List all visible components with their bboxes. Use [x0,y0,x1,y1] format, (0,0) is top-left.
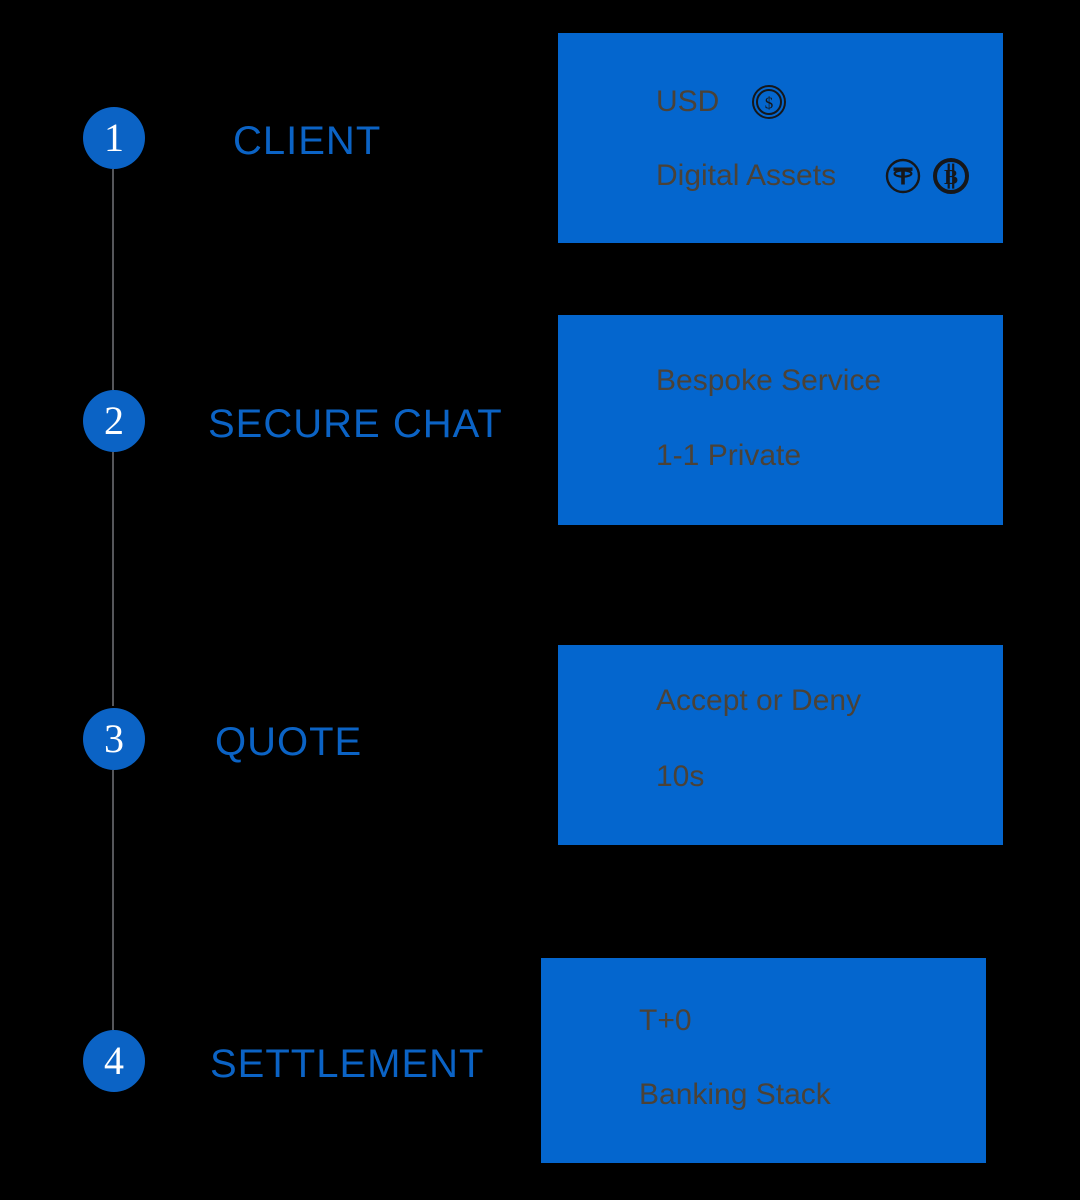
panel-row: Bespoke Service [656,366,881,396]
panel-row: 10s [656,762,704,792]
bitcoin-icon: B [932,157,970,195]
step-marker-2[interactable]: 2 [83,390,145,452]
svg-text:$: $ [765,94,774,113]
step-number-3: 3 [104,716,124,761]
step-label-quote: QUOTE [215,720,363,764]
step-marker-1[interactable]: 1 [83,107,145,169]
panel-row: Banking Stack [639,1080,831,1110]
step-number-2: 2 [104,398,124,443]
timeline-connector-2-3 [112,452,114,706]
panel-row: T+0 [639,1006,692,1036]
panel-row-label: Banking Stack [639,1078,831,1111]
timeline-connector-3-4 [112,770,114,1030]
panel-row: Accept or Deny [656,686,861,716]
step-label-client: CLIENT [233,119,382,163]
panel-row: USD $ [656,84,787,120]
panel-row-label: 1-1 Private [656,439,802,472]
step-panel-secure-chat[interactable]: Bespoke Service 1-1 Private [558,315,1003,525]
panel-row-label: Digital Assets [656,159,837,192]
panel-row: Digital Assets B [656,157,970,195]
panel-row: 1-1 Private [656,441,801,471]
dollar-coin-icon: $ [751,84,787,120]
panel-row-label: 10s [656,760,705,793]
panel-row-label: USD [656,85,720,118]
panel-row-label: Accept or Deny [656,684,862,717]
step-marker-3[interactable]: 3 [83,708,145,770]
tether-icon [884,157,922,195]
panel-row-label: Bespoke Service [656,364,882,397]
step-marker-4[interactable]: 4 [83,1030,145,1092]
timeline-connector-1-2 [112,169,114,390]
panel-row-icons: $ [751,84,787,120]
step-panel-quote[interactable]: Accept or Deny 10s [558,645,1003,845]
step-number-1: 1 [104,115,124,160]
step-label-secure-chat: SECURE CHAT [208,402,503,446]
step-panel-settlement[interactable]: T+0 Banking Stack [541,958,986,1163]
step-number-4: 4 [104,1038,124,1083]
panel-row-icons: B [884,157,970,195]
step-label-settlement: SETTLEMENT [210,1042,485,1086]
step-panel-client[interactable]: USD $ Digital Assets [558,33,1003,243]
svg-text:B: B [944,165,958,189]
panel-row-label: T+0 [639,1004,692,1037]
